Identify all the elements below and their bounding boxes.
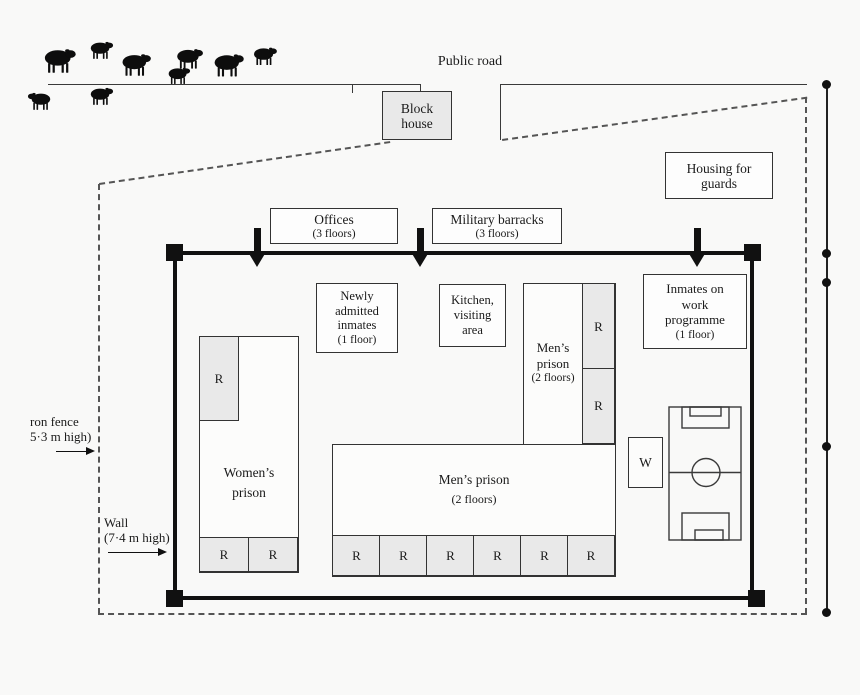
mens-prison-tower-label: Men’s prison (2 floors) xyxy=(531,340,575,384)
sheep-icon xyxy=(214,54,244,77)
measure-dot xyxy=(822,608,831,617)
room-cell: R xyxy=(582,368,615,444)
housing-for-guards-label: guards xyxy=(701,175,737,191)
newly-admitted-label: Newly xyxy=(340,289,374,304)
inmates-work-programme: Inmates on work programme (1 floor) xyxy=(643,274,747,349)
sheep-icon xyxy=(254,47,277,66)
kitchen-label: area xyxy=(462,323,483,337)
road-line-right xyxy=(500,84,807,85)
room-cell: R xyxy=(567,535,615,576)
kitchen-visiting-area: Kitchen, visiting area xyxy=(439,284,506,347)
wall-pointer-arrow xyxy=(108,547,167,556)
inmates-work-label: work xyxy=(681,296,709,312)
iron-fence-left xyxy=(98,184,100,614)
sheep-icon xyxy=(44,49,76,73)
measure-dot xyxy=(822,278,831,287)
boundary-measure-line xyxy=(826,85,828,613)
womens-prison-label: Women’s prison xyxy=(223,465,275,500)
offices: Offices (3 floors) xyxy=(270,208,398,244)
sheep-icon xyxy=(90,41,114,59)
block-house: Block house xyxy=(382,91,452,140)
room-cell: R xyxy=(332,535,381,576)
public-road-label: Public road xyxy=(437,54,503,69)
newly-admitted-label: inmates xyxy=(337,318,377,333)
block-house-label: house xyxy=(401,115,433,131)
newly-admitted-floors: (1 floor) xyxy=(337,333,377,346)
wall-corner xyxy=(744,244,761,261)
womens-prison: R Women’s prison R R xyxy=(199,336,299,573)
gate-arrow-icon xyxy=(688,228,706,268)
football-pitch xyxy=(668,406,742,541)
washhouse-label: W xyxy=(639,454,652,470)
room-cell: R xyxy=(426,535,475,576)
iron-fence-right xyxy=(805,97,807,614)
perimeter-wall xyxy=(173,251,754,600)
room-cell: R xyxy=(582,283,615,370)
gate-post-line xyxy=(500,84,501,140)
measure-dot xyxy=(822,80,831,89)
inmates-work-label: Inmates on xyxy=(666,281,724,297)
room-cell: R xyxy=(520,535,569,576)
block-house-label: Block xyxy=(400,100,434,116)
iron-fence-label: ron fence 5·3 m high) xyxy=(30,414,92,444)
newly-admitted-inmates: Newly admitted inmates (1 floor) xyxy=(316,283,398,353)
military-barracks: Military barracks (3 floors) xyxy=(432,208,562,244)
road-drop xyxy=(420,84,421,93)
sheep-icon xyxy=(122,54,151,76)
road-tick xyxy=(352,84,353,93)
room-cell: R xyxy=(199,336,239,421)
gate-arrow-icon xyxy=(411,228,429,268)
wall-corner xyxy=(166,590,183,607)
mens-prison-main: Men’s prison (2 floors) R R R R R R xyxy=(332,444,616,577)
kitchen-label: visiting xyxy=(453,308,492,322)
measure-dot xyxy=(822,249,831,258)
military-barracks-label: Military barracks xyxy=(450,211,544,227)
iron-fence-diagonal-right xyxy=(502,96,808,141)
mens-prison-tower: Men’s prison (2 floors) R R xyxy=(523,283,616,445)
sheep-icon xyxy=(90,87,114,105)
military-barracks-floors: (3 floors) xyxy=(475,227,519,240)
wall-corner xyxy=(166,244,183,261)
offices-label: Offices xyxy=(314,211,354,227)
wall-corner xyxy=(748,590,765,607)
sheep-icon xyxy=(177,49,203,69)
housing-for-guards: Housing for guards xyxy=(665,152,773,199)
housing-for-guards-label: Housing for xyxy=(686,160,752,176)
mens-prison-main-label: Men’s prison (2 floors) xyxy=(438,472,510,506)
room-cell: R xyxy=(379,535,428,576)
iron-fence-diagonal-left xyxy=(99,141,391,185)
room-cell: R xyxy=(248,537,298,572)
room-cell: R xyxy=(199,537,249,572)
inmates-work-floors: (1 floor) xyxy=(675,328,715,341)
sheep-icon xyxy=(27,92,51,110)
washhouse: W xyxy=(628,437,663,488)
gate-arrow-icon xyxy=(248,228,266,268)
wall-label: Wall (7·4 m high) xyxy=(104,515,170,545)
iron-fence-bottom xyxy=(98,613,807,615)
inmates-work-label: programme xyxy=(665,312,725,328)
offices-floors: (3 floors) xyxy=(312,227,356,240)
kitchen-label: Kitchen, xyxy=(451,293,494,307)
measure-dot xyxy=(822,442,831,451)
iron-fence-pointer-arrow xyxy=(56,446,95,455)
room-cell: R xyxy=(473,535,522,576)
newly-admitted-label: admitted xyxy=(335,303,379,318)
road-line-left xyxy=(48,84,421,85)
